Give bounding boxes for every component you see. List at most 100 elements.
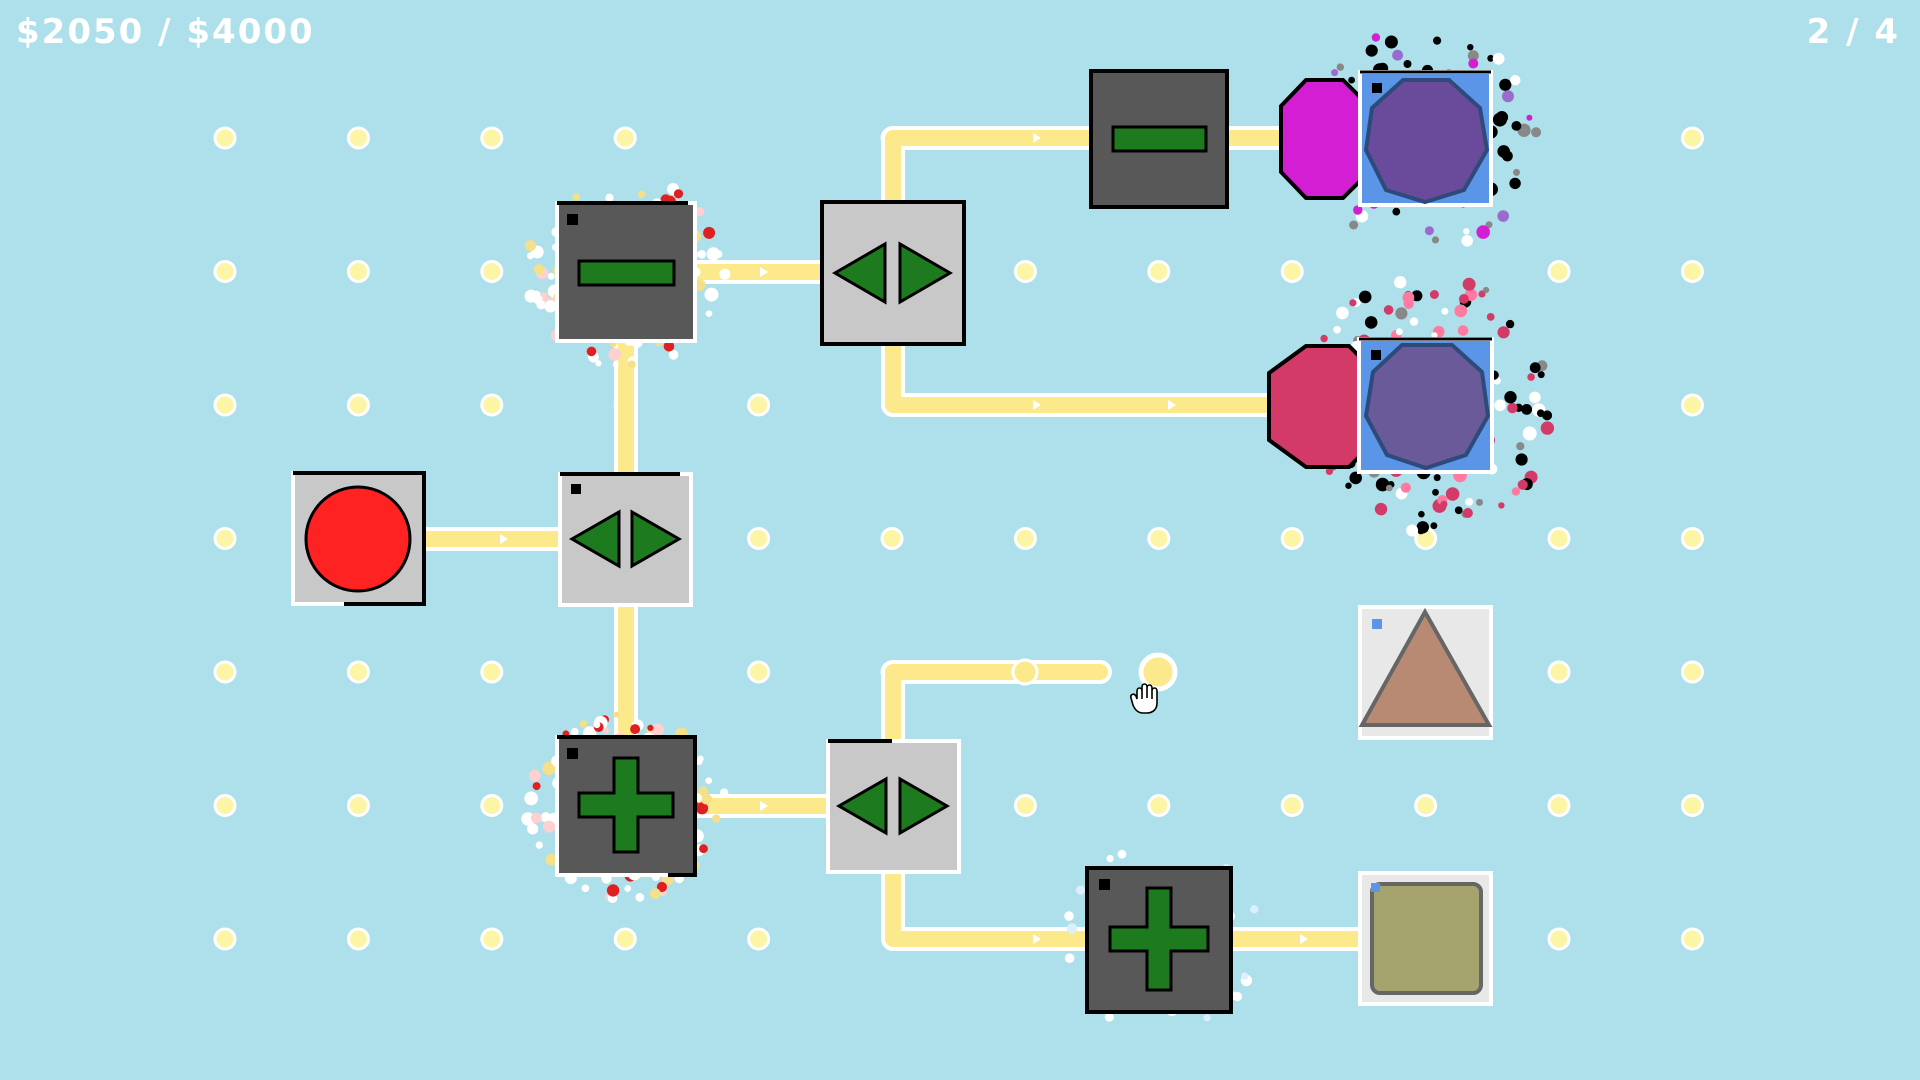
- particle: [1529, 362, 1541, 374]
- grid-dot[interactable]: [1013, 260, 1037, 283]
- grid-dot[interactable]: [346, 794, 370, 817]
- plus-machine-1[interactable]: [555, 735, 697, 877]
- grid-dot[interactable]: [1547, 794, 1571, 817]
- particle: [540, 812, 552, 823]
- splitter-left-right-1[interactable]: [558, 472, 693, 607]
- grid-dot[interactable]: [213, 260, 237, 283]
- particle: [1505, 319, 1515, 329]
- grid-dot[interactable]: [213, 393, 237, 417]
- particle: [1507, 402, 1518, 414]
- grid-dot[interactable]: [213, 660, 237, 684]
- source-red-circle[interactable]: [291, 471, 426, 606]
- grid-dot[interactable]: [747, 393, 771, 417]
- target-octagon-top[interactable]: [1358, 70, 1493, 207]
- grid-dot[interactable]: [1147, 794, 1171, 817]
- grid-dot[interactable]: [1147, 260, 1171, 283]
- particle: [1364, 316, 1378, 329]
- particle: [1522, 426, 1537, 441]
- particle: [1467, 44, 1474, 51]
- grid-dot[interactable]: [1680, 126, 1704, 150]
- grid-dot[interactable]: [213, 527, 237, 550]
- particle: [544, 300, 557, 313]
- grid-dot[interactable]: [1680, 527, 1704, 550]
- grid-dot[interactable]: [1280, 260, 1304, 283]
- grid-dot[interactable]: [480, 927, 504, 951]
- grid-dot[interactable]: [613, 126, 637, 150]
- grid-dot[interactable]: [1680, 660, 1704, 684]
- conveyor-splitter3-to-plus2[interactable]: [881, 858, 1102, 951]
- grid-dot[interactable]: [1013, 794, 1037, 817]
- grid-dot[interactable]: [480, 794, 504, 817]
- particle: [1250, 905, 1259, 914]
- particle: [1463, 228, 1470, 235]
- particle: [1498, 502, 1505, 509]
- minus-machine-2[interactable]: [1089, 69, 1229, 209]
- grid-dot[interactable]: [1680, 260, 1704, 283]
- grid-dot[interactable]: [480, 260, 504, 283]
- plus-machine-2[interactable]: [1085, 866, 1233, 1014]
- splitter-left-right-2[interactable]: [820, 200, 966, 346]
- conveyor-belts[interactable]: [413, 126, 1374, 951]
- grid-dot[interactable]: [346, 393, 370, 417]
- placement-highlight-dot[interactable]: [1138, 652, 1178, 692]
- grid-dot[interactable]: [747, 527, 771, 550]
- particle: [1076, 885, 1086, 895]
- particle: [1395, 328, 1403, 336]
- grid-dot[interactable]: [480, 126, 504, 150]
- grid-dot[interactable]: [1680, 927, 1704, 951]
- particle: [612, 361, 619, 368]
- grid-dot[interactable]: [747, 660, 771, 684]
- grid-dot[interactable]: [747, 927, 771, 951]
- conveyor-splitter2-to-minus2[interactable]: [881, 126, 1102, 214]
- particle: [545, 853, 558, 866]
- grid-dot[interactable]: [346, 126, 370, 150]
- target-octagon-middle[interactable]: [1357, 337, 1494, 474]
- belt-end-knob[interactable]: [1011, 658, 1039, 686]
- target-square[interactable]: [1358, 871, 1493, 1006]
- particle: [543, 820, 556, 833]
- grid-dot[interactable]: [1280, 794, 1304, 817]
- particle: [605, 193, 614, 202]
- grid-dot[interactable]: [1680, 393, 1704, 417]
- grid-dot[interactable]: [1147, 527, 1171, 550]
- belt-arrow-icon: [760, 267, 768, 277]
- particle: [1468, 58, 1479, 69]
- particle: [1516, 442, 1525, 451]
- particle: [695, 757, 703, 766]
- grid-dot[interactable]: [213, 927, 237, 951]
- grid-dot[interactable]: [1547, 260, 1571, 283]
- grid-dot[interactable]: [1547, 660, 1571, 684]
- particle: [1461, 235, 1473, 247]
- grid-dot[interactable]: [1414, 794, 1438, 817]
- belt-arrow-icon: [1300, 934, 1308, 944]
- status-indicator: [567, 214, 578, 225]
- grid-dot[interactable]: [1013, 527, 1037, 550]
- grid-dot[interactable]: [346, 260, 370, 283]
- grid-dot[interactable]: [1547, 927, 1571, 951]
- left-right-arrows-icon: [835, 776, 951, 836]
- particle: [1511, 121, 1522, 131]
- particle: [1540, 421, 1555, 435]
- grid-dot[interactable]: [346, 660, 370, 684]
- particle: [1349, 299, 1357, 307]
- conveyor-splitter2-to-target-middle[interactable]: [881, 332, 1292, 417]
- particle: [532, 782, 541, 791]
- target-triangle[interactable]: [1358, 605, 1493, 740]
- grid-dot[interactable]: [1547, 527, 1571, 550]
- particle: [1395, 307, 1408, 320]
- grid-dot[interactable]: [480, 660, 504, 684]
- splitter-left-right-3[interactable]: [826, 739, 961, 874]
- grid-dot[interactable]: [880, 527, 904, 550]
- grid-dot[interactable]: [1680, 794, 1704, 817]
- grid-dot[interactable]: [613, 927, 637, 951]
- grid-dot[interactable]: [213, 794, 237, 817]
- grid-dot[interactable]: [346, 927, 370, 951]
- grid-dot[interactable]: [480, 393, 504, 417]
- grid-dot[interactable]: [1280, 527, 1304, 550]
- particle: [1320, 334, 1328, 343]
- octagon-icon: [1363, 343, 1491, 471]
- minus-machine-1[interactable]: [555, 201, 697, 343]
- grid-dot[interactable]: [213, 126, 237, 150]
